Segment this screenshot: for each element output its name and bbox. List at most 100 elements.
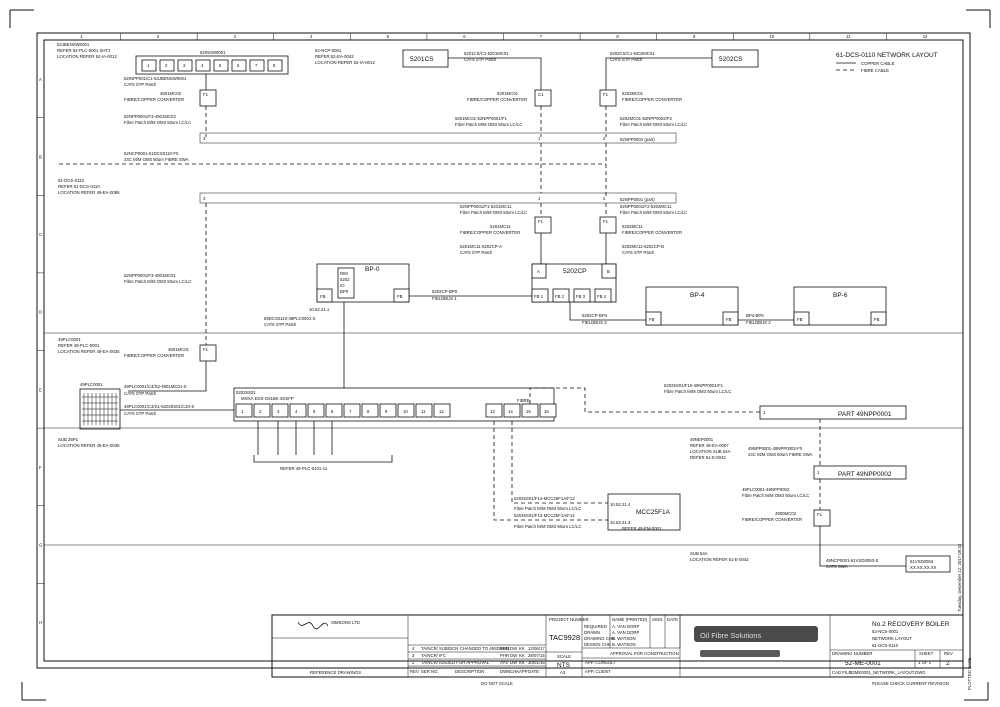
converter-5202mc01: F1 5202MC01 FIBRE/COPPER CONVERTER bbox=[599, 89, 682, 107]
cable-label: 5202MC11-5202CP-B bbox=[622, 244, 664, 249]
zone-row-label: E bbox=[39, 387, 42, 392]
cable-label: 5201CS/C1-5201MC01 bbox=[464, 51, 509, 56]
cable-label: 49NPP0001-49NPP0002-F0 bbox=[748, 446, 803, 451]
cp-fb-label: FB 2 bbox=[555, 294, 565, 299]
bp6-label: BP-6 bbox=[833, 292, 848, 299]
cable-label: 52NPP0001/F1-5201MC11 bbox=[460, 204, 512, 209]
patch-panel-a: 3 1 2 52NPP0002 (part) bbox=[199, 132, 677, 144]
cable-desc: CAT6 STP Patch bbox=[464, 57, 497, 62]
bp4-fb-left: FB bbox=[649, 317, 655, 322]
nep-ref: REFER 49-EA-0007 bbox=[690, 443, 729, 448]
rev-by: AYS bbox=[500, 660, 508, 665]
bp0-inner: IO bbox=[340, 283, 345, 288]
ncp-location: LOCATION REFER 52-IA-0012 bbox=[315, 60, 375, 65]
cable-desc: FIELDBUS 1 bbox=[432, 296, 457, 301]
moxa-port-label: 8 bbox=[367, 409, 370, 414]
port-label: F1 bbox=[203, 347, 209, 352]
converter-desc: FIBRE/COPPER CONVERTER bbox=[467, 97, 527, 102]
zone-col-label: 8 bbox=[616, 34, 619, 39]
switch-port-label: 4 bbox=[201, 63, 204, 68]
converter-desc: FIBRE/COPPER CONVERTER bbox=[124, 97, 184, 102]
vsd-ip: XX.XX.XX.XX bbox=[910, 565, 937, 570]
moxa-fibre-label: FIBRE bbox=[517, 398, 530, 403]
converter-5201mc11: F1 5201MC11 FIBRE/COPPER CONVERTER bbox=[460, 216, 552, 235]
cad-file-label: CAD FILE: bbox=[832, 670, 853, 675]
zone-row-label: H bbox=[39, 620, 42, 625]
moxa-port-label: 2 bbox=[259, 409, 262, 414]
zone-col-label: 5 bbox=[387, 34, 390, 39]
cable-desc: Fibre Patch M/M OM3 50um LC/LC bbox=[742, 493, 809, 498]
sheet-number: 1 OF 1 bbox=[918, 660, 932, 665]
switch-port-label: 6 bbox=[237, 63, 240, 68]
moxa-port-label: 9 bbox=[385, 409, 388, 414]
cable-desc: CAT6 STP Patch bbox=[460, 250, 493, 255]
bp0-inner: 5202 bbox=[340, 277, 350, 282]
cp-fb-port bbox=[573, 288, 591, 303]
converter-label: 4901MC01 bbox=[168, 347, 190, 352]
switch-port bbox=[249, 59, 265, 72]
rev-app: KK bbox=[519, 646, 525, 651]
mcc-label: MCC25F1A bbox=[636, 509, 671, 516]
converter-4901mc01: F1 4901MC01 FIBRE/COPPER CONVERTER bbox=[124, 344, 217, 362]
svg-text:2: 2 bbox=[603, 136, 606, 141]
moxa-port-label: 3 bbox=[277, 409, 280, 414]
rev-text: TA/NCR/ SUB/DCN CHANGED TO 49SDB011 bbox=[421, 646, 510, 651]
moxa-port-label: 5 bbox=[313, 409, 316, 414]
zone-row-label: D bbox=[39, 310, 42, 315]
cable-desc: Fibre Patch M/M OM3 50um LC/LC bbox=[460, 210, 527, 215]
cable-label: 5202CP-BP4 bbox=[582, 313, 608, 318]
cable-desc: CAT6 STP Patch bbox=[622, 250, 655, 255]
cable-label: 5202CP-BP0 bbox=[432, 289, 458, 294]
approval-name: B. WATSON bbox=[612, 636, 636, 641]
switch-port-label: 3 bbox=[183, 63, 186, 68]
cable-label: 52NPP0001/F3-4901MC02 bbox=[124, 114, 176, 119]
plc-rack: 49PLC0001 bbox=[79, 382, 121, 430]
patch-panel-a-label: 52NPP0002 (part) bbox=[620, 137, 655, 142]
patch-panel-b-label: 52NPP0001 (part) bbox=[620, 197, 655, 202]
moxa-fibre-port-label: 15 bbox=[526, 409, 531, 414]
switch-port-label: 8 bbox=[273, 63, 276, 68]
device-5201cs: 5201CS bbox=[402, 49, 449, 68]
svg-text:3: 3 bbox=[203, 196, 206, 201]
backplane-bp4: BP-4 FB FB bbox=[645, 286, 739, 326]
port-label: C1 bbox=[538, 92, 544, 97]
converter-label: 5202MC11 bbox=[622, 224, 643, 229]
mcc-ip: 10.52.21.3 bbox=[610, 520, 631, 525]
ncp-title: 52-NCP-0001 bbox=[315, 48, 342, 53]
bp4-fb-right: FB bbox=[726, 317, 732, 322]
bp0-fb-right: FB bbox=[397, 294, 403, 299]
rev-by: PHR bbox=[500, 653, 509, 658]
ncp-ref: REFER 52-EA-0042 bbox=[315, 54, 354, 59]
rack-label: 49PLC0001 bbox=[80, 382, 103, 387]
cp-port-b: B bbox=[607, 269, 610, 274]
cable-label: 5202MC01-52NPP0002/F2 bbox=[620, 116, 672, 121]
switch-block-location: LOCATION REFER 52-IA-0012 bbox=[57, 54, 117, 59]
converter-5201mc01: C1 5201MC01 FIBRE/COPPER CONVERTER bbox=[467, 89, 552, 107]
zone-col-label: 10 bbox=[770, 34, 775, 39]
cp-label: 5202CP bbox=[563, 268, 587, 275]
approval-role: DESIGN CHK bbox=[584, 642, 611, 647]
port-label: F1 bbox=[603, 92, 609, 97]
converter-label: 4900MC02 bbox=[775, 511, 797, 516]
rev-chk: DW bbox=[510, 646, 518, 651]
switch-label: 52INSW0001 bbox=[200, 50, 226, 55]
rev-text: TA/NCR/ ISSUED FOR APPROVAL bbox=[421, 660, 490, 665]
cable-desc: FIELDBUS 2 bbox=[746, 320, 771, 325]
moxa-fibre-port bbox=[485, 403, 503, 418]
cable-desc: CAT6 STP Patch bbox=[264, 322, 297, 327]
approval-col-header: SIGN bbox=[652, 617, 663, 622]
switch-block-ref: REFER 52-PLC-0001 SHT2 bbox=[57, 48, 111, 53]
rev-date: 28/07/15 bbox=[528, 653, 545, 658]
zone-col-label: 1 bbox=[80, 34, 83, 39]
converter-desc: FIBRE/COPPER CONVERTER bbox=[742, 517, 802, 522]
title-line: 52-NCS-0001 bbox=[872, 629, 899, 634]
rev-col-header: REV bbox=[410, 669, 419, 674]
device-5201cs-label: 5201CS bbox=[410, 56, 434, 63]
part1-port: 1 bbox=[763, 410, 766, 415]
port-label: F1 bbox=[603, 219, 609, 224]
